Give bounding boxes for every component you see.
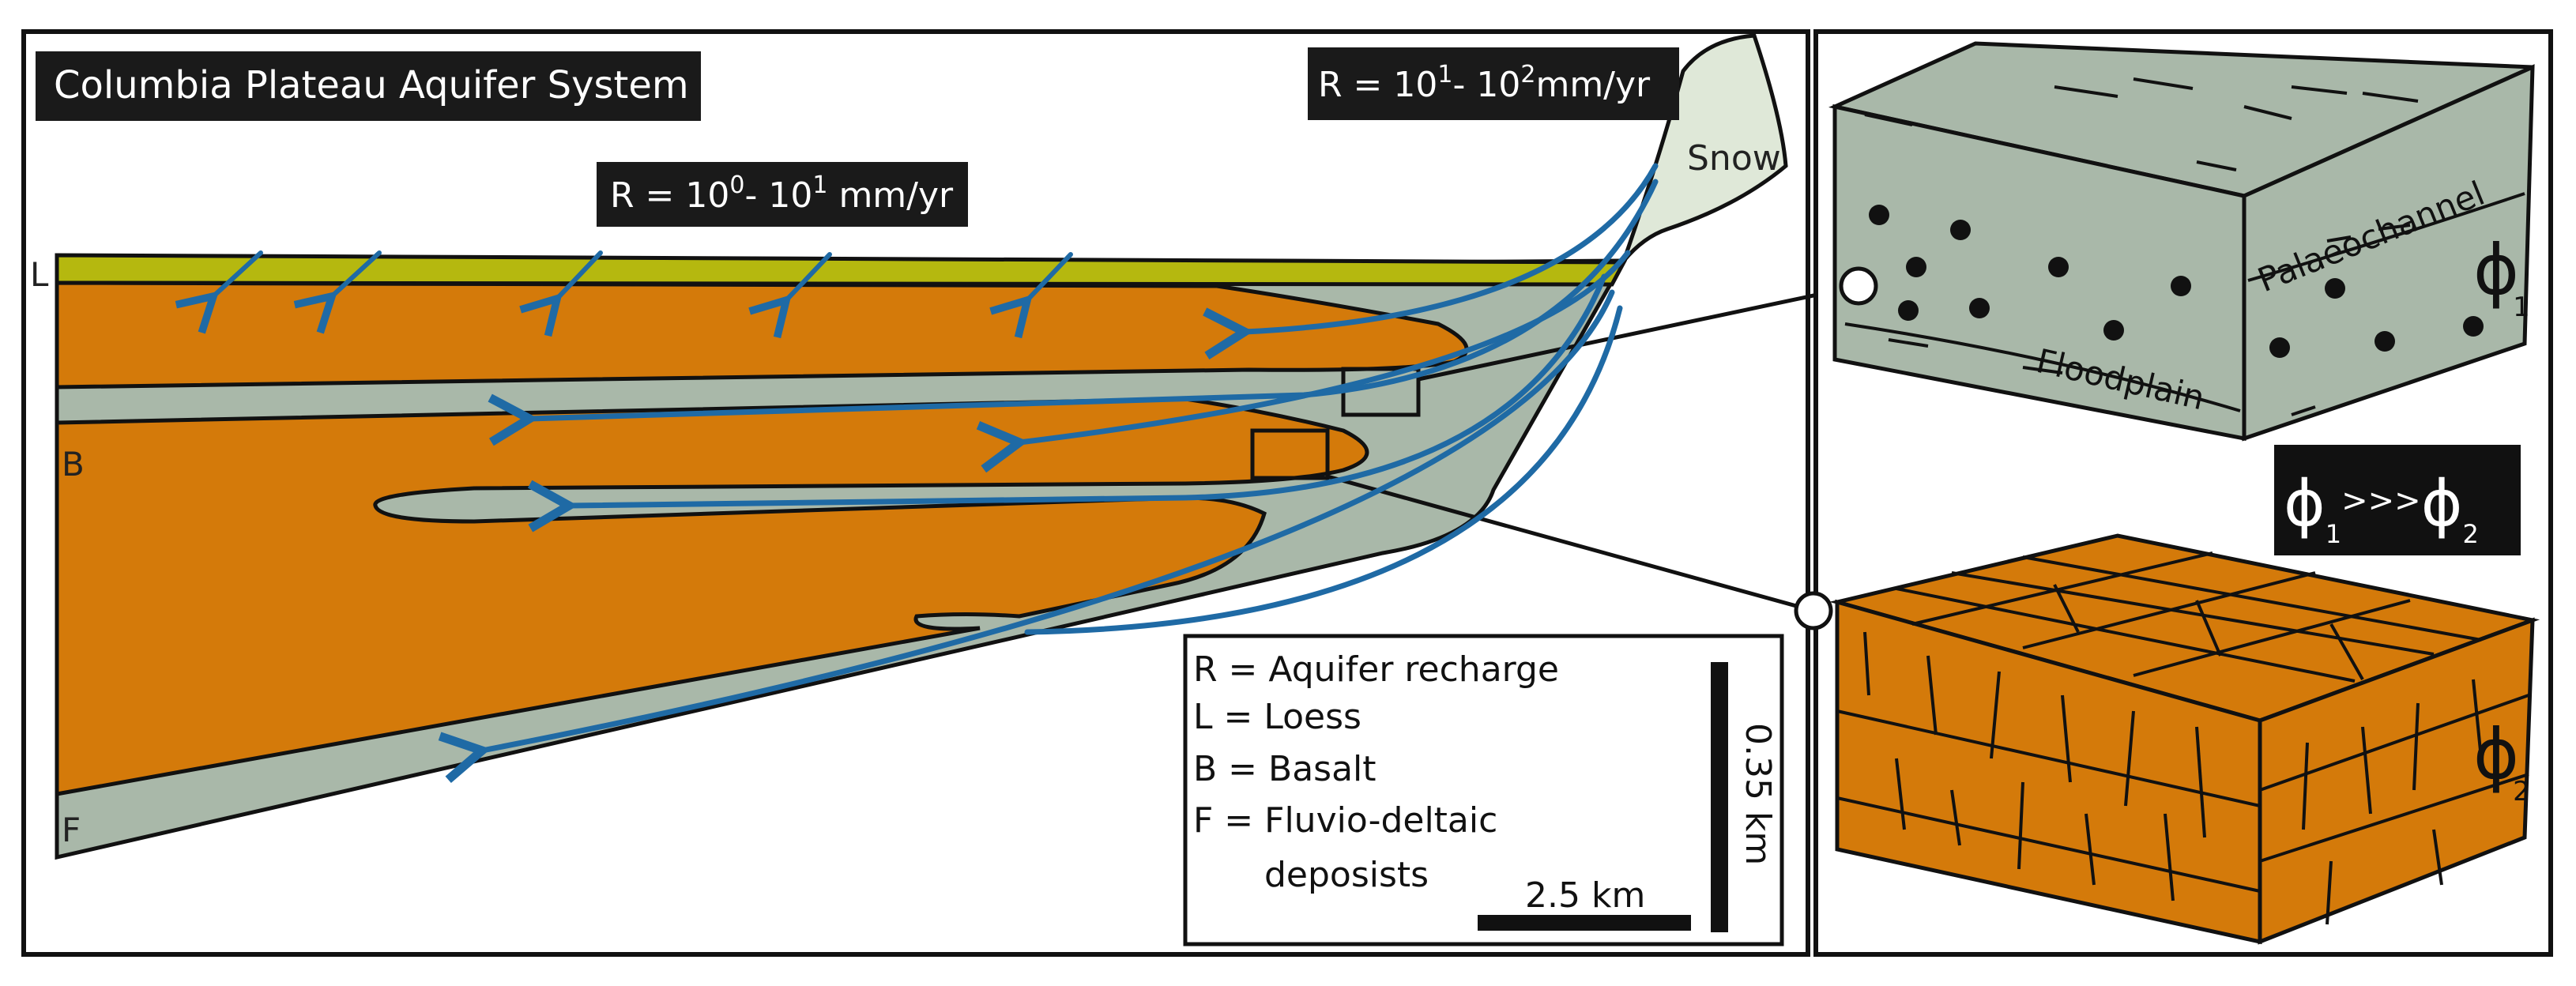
fluvio-block-side-face bbox=[2242, 64, 2535, 442]
legend-item-fluvio: F = Fluvio-deltaic bbox=[1193, 800, 1497, 841]
flow-arrow-3 bbox=[976, 250, 1631, 473]
fluvio-block bbox=[1828, 41, 2535, 442]
layer-label-basalt: B bbox=[62, 445, 85, 484]
porosity-compare-label: ϕ1>>>ϕ2 bbox=[2284, 467, 2479, 549]
legend-item-basalt: B = Basalt bbox=[1193, 749, 1377, 789]
basalt-block-side-face bbox=[2258, 617, 2535, 945]
diagram-title: Columbia Plateau Aquifer System bbox=[54, 63, 689, 107]
connector-dot-bottom bbox=[1794, 591, 1833, 630]
flow-arrows bbox=[438, 163, 1659, 784]
horizontal-scale-bar bbox=[1478, 915, 1691, 931]
recharge-arrow bbox=[989, 252, 1073, 339]
flow-arrow-5 bbox=[438, 289, 1615, 784]
recharge-arrow bbox=[175, 250, 263, 334]
title-badge bbox=[36, 51, 701, 121]
porosity-compare-badge bbox=[2274, 445, 2521, 555]
fluvio-block-grains bbox=[1869, 205, 2484, 358]
recharge-low-label: R = 100- 101 mm/yr bbox=[610, 171, 954, 216]
flow-arrow-6 bbox=[1024, 305, 1623, 635]
legend-item-recharge: R = Aquifer recharge bbox=[1193, 649, 1559, 690]
recharge-low-badge bbox=[597, 162, 968, 227]
snow-label: Snow bbox=[1687, 138, 1781, 179]
basalt-block-fractures bbox=[1836, 551, 2529, 925]
detail-box-basalt bbox=[1250, 428, 1330, 480]
recharge-high-label: R = 101- 102mm/yr bbox=[1318, 61, 1651, 105]
connector-bottom bbox=[1327, 474, 1814, 613]
flow-arrow-1 bbox=[1203, 163, 1659, 360]
legend-box bbox=[1183, 634, 1784, 946]
connector-dot-top bbox=[1839, 266, 1878, 306]
vertical-scale-label: 0.35 km bbox=[1738, 723, 1778, 865]
legend-item-deposits: deposists bbox=[1264, 855, 1429, 895]
phi1-symbol: ϕ1 bbox=[2473, 229, 2530, 323]
horizontal-scale-label: 2.5 km bbox=[1525, 875, 1645, 916]
snow-cap bbox=[1621, 33, 1788, 262]
recharge-arrow bbox=[519, 250, 603, 337]
fluvio-block-lines bbox=[1844, 77, 2525, 416]
basalt-upper bbox=[55, 280, 1469, 390]
loess-layer bbox=[55, 253, 1628, 287]
recharge-arrows bbox=[175, 250, 1073, 339]
layer-label-fluvio: F bbox=[62, 811, 81, 849]
recharge-high-badge bbox=[1308, 47, 1679, 120]
recharge-arrow bbox=[293, 250, 382, 334]
flow-arrow-2 bbox=[488, 179, 1659, 446]
flow-arrow-4 bbox=[527, 273, 1607, 533]
recharge-arrow bbox=[748, 252, 832, 339]
vertical-scale-bar bbox=[1711, 662, 1728, 932]
basalt-main bbox=[55, 397, 1369, 796]
layer-label-loess: L bbox=[30, 255, 49, 294]
phi2-symbol: ϕ2 bbox=[2473, 713, 2530, 807]
connector-top bbox=[1418, 284, 1859, 382]
legend-item-loess: L = Loess bbox=[1193, 697, 1361, 737]
